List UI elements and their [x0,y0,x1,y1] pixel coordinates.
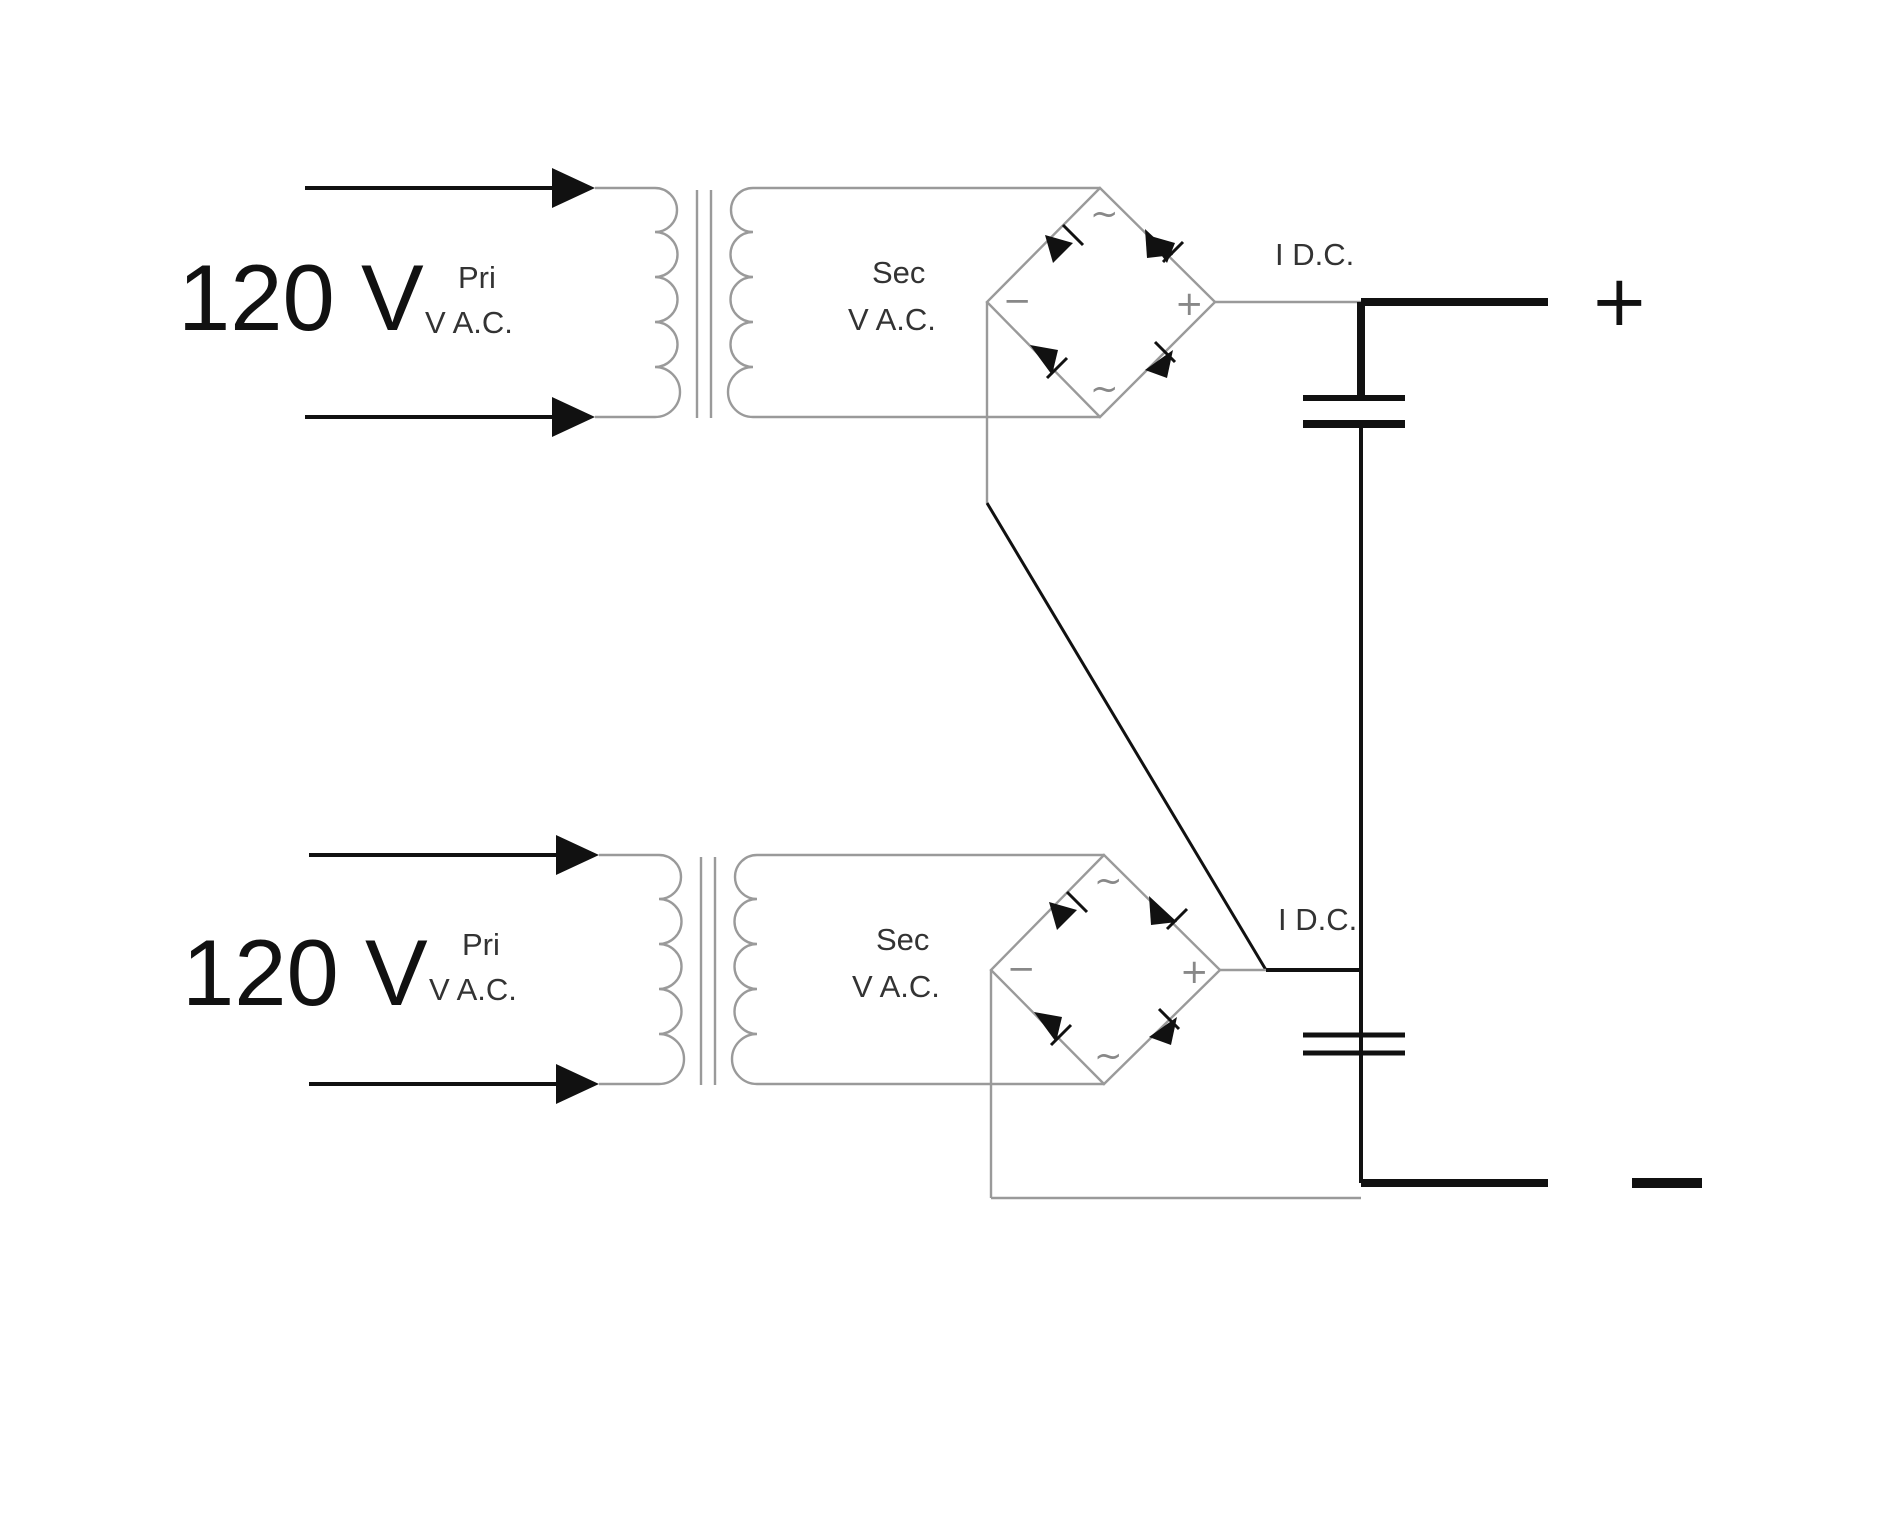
lower-secondary-label: Sec [876,922,929,957]
upper-primary-unit: V A.C. [425,305,513,340]
upper-bridge-minus: − [1003,281,1032,321]
lower-diode-bottom-right [1149,1007,1181,1045]
lower-bridge-rectifier [989,853,1361,1086]
lower-bridge-minus: − [1007,949,1036,989]
upper-primary-label: Pri [458,260,496,295]
lower-dc-label: I D.C. [1278,902,1357,937]
upper-bridge-plus: + [1175,284,1204,324]
lower-circuit [309,835,1548,1200]
positive-output-terminal: + [1590,260,1649,342]
negative-output-terminal: − [1632,1150,1702,1210]
lower-diode-bottom-left [1034,1012,1073,1047]
lower-ac-mark-bottom: ~ [1094,1036,1123,1076]
upper-transformer [595,186,1100,419]
upper-secondary-label: Sec [872,255,925,290]
lower-ac-mark-top: ~ [1094,861,1123,901]
lower-capacitor-and-return [989,970,1548,1200]
upper-ac-mark-bottom: ~ [1090,369,1119,409]
upper-secondary-unit: V A.C. [848,302,936,337]
lower-diode-top-left [1049,890,1089,930]
upper-input-voltage-label: 120 V [178,245,424,350]
upper-diode-top-left [1045,223,1085,263]
upper-bridge-rectifier [985,186,1365,419]
lower-transformer [599,853,1104,1086]
lower-input-voltage-label: 120 V [182,920,428,1025]
lower-primary-label: Pri [462,927,500,962]
upper-diode-bottom-left [1030,345,1069,380]
upper-ac-mark-top: ~ [1090,194,1119,234]
upper-dc-label: I D.C. [1275,237,1354,272]
lower-diode-top-right [1149,896,1189,931]
lower-input-arrows [309,835,599,1104]
lower-bridge-plus: + [1180,952,1209,992]
upper-diode-bottom-right [1145,340,1177,378]
lower-secondary-unit: V A.C. [852,969,940,1004]
upper-diode-top-right [1145,229,1185,264]
lower-primary-unit: V A.C. [429,972,517,1007]
upper-input-arrows [305,168,595,437]
negative-output-terminal-bar [1632,1178,1702,1188]
upper-output-and-capacitor [1303,298,1548,1183]
upper-to-lower-link [985,302,1268,971]
upper-circuit [305,168,1548,1183]
